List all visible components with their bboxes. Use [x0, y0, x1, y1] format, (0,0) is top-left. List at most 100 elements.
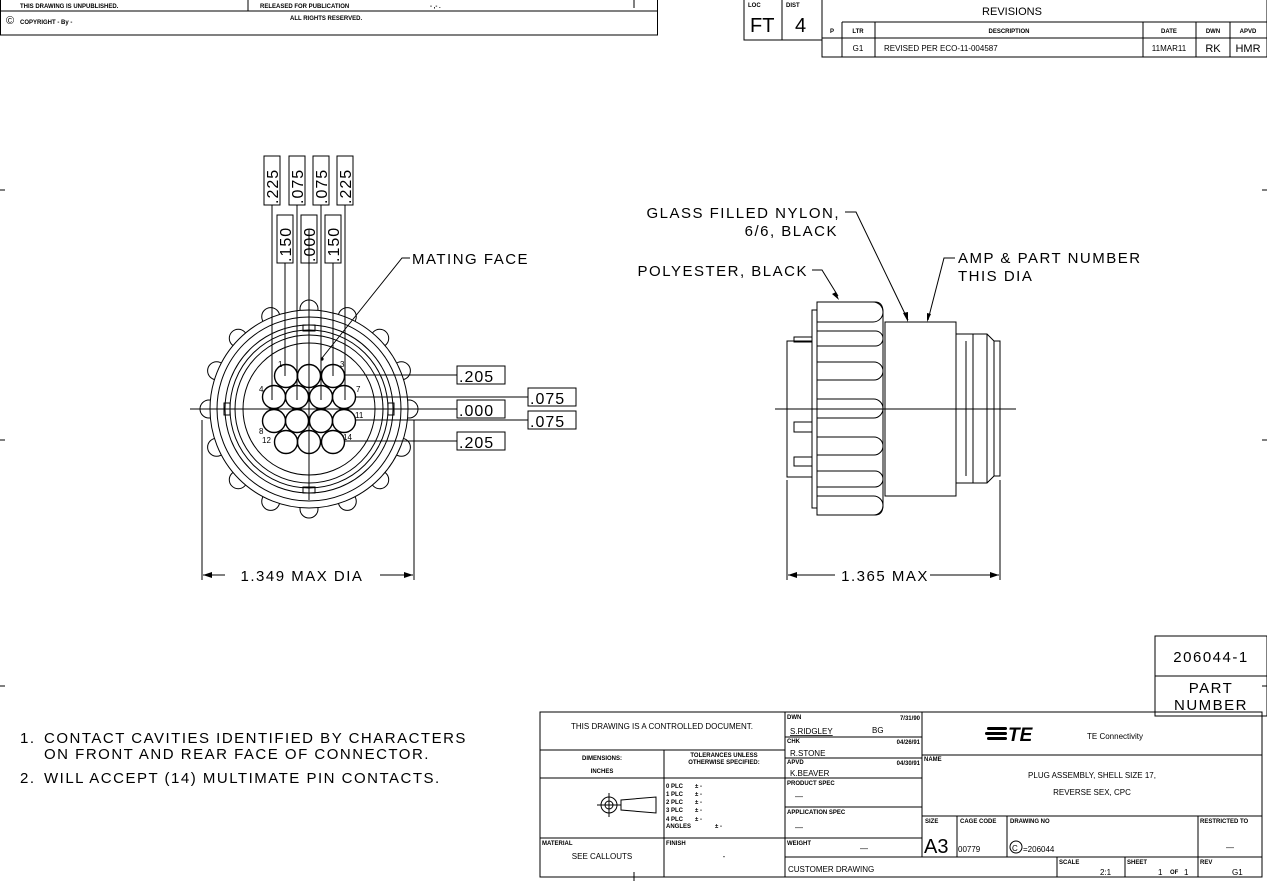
loc-dist-block: LOC FT DIST 4	[743, 0, 823, 41]
material-label: MATERIAL	[542, 841, 573, 847]
revision-row: G1 REVISED PER ECO-11-004587 11MAR11 RK …	[853, 43, 1261, 55]
apvd-date: 04/30/91	[897, 761, 921, 767]
scale-label: SCALE	[1059, 860, 1079, 866]
note-1-number: 1.	[20, 730, 36, 747]
projection-symbol-icon	[597, 793, 657, 817]
note-1-line-2: ON FRONT AND REAR FACE OF CONNECTOR.	[44, 746, 430, 763]
tolerance-label: 0 PLC	[666, 784, 684, 790]
name-label: NAME	[924, 757, 942, 763]
product-spec-label: PRODUCT SPEC	[787, 781, 835, 787]
rev-description: REVISED PER ECO-11-004587	[884, 44, 998, 53]
dist-label: DIST	[786, 3, 800, 9]
tolerance-label: 3 PLC	[666, 808, 684, 814]
contact-cavity	[320, 429, 346, 455]
rev-value: G1	[1232, 868, 1243, 877]
part-label: PART	[1189, 680, 1234, 697]
tolerance-value: ± -	[695, 800, 702, 806]
top-dimension-boxes: .225 .075 .075 .225 .150 .000 .150	[263, 155, 355, 400]
copyright-symbol: ©	[6, 15, 14, 27]
loc-label: LOC	[748, 3, 761, 9]
pin-label-11: 11	[355, 411, 364, 420]
chk-date: 04/26/91	[897, 740, 921, 746]
pin-label-1: 1	[278, 360, 283, 369]
notes: 1. CONTACT CAVITIES IDENTIFIED BY CHARAC…	[20, 730, 467, 787]
rev-col-ltr: LTR	[852, 29, 864, 35]
sheet-value: 1	[1158, 868, 1163, 877]
glass-nylon-label: GLASS FILLED NYLON,	[646, 205, 840, 222]
dim-225-right: .225	[338, 169, 355, 204]
note-1-line-1: CONTACT CAVITIES IDENTIFIED BY CHARACTER…	[44, 730, 467, 747]
pin-label-7: 7	[356, 385, 361, 394]
side-view: GLASS FILLED NYLON, 6/6, BLACK POLYESTER…	[638, 205, 1141, 585]
dim-000-vertical: .000	[302, 227, 319, 262]
dim-150-left: .150	[278, 227, 295, 262]
rev-label: REV	[1200, 860, 1212, 866]
product-spec-value: —	[795, 792, 803, 801]
dim-205-top: .205	[459, 369, 494, 386]
scale-value: 2:1	[1100, 868, 1112, 877]
dim-075-top: .075	[530, 391, 565, 408]
drawing-name-line-2: REVERSE SEX, CPC	[1053, 788, 1131, 797]
mating-face-callout: MATING FACE	[320, 251, 528, 361]
tolerance-label: 2 PLC	[666, 800, 684, 806]
dist-value: 4	[795, 15, 806, 37]
front-view: 1 3 4 7 8 11 12 14 .225 .075 .075	[190, 155, 577, 585]
length-label: 1.365 MAX	[841, 568, 929, 585]
tolerance-list: 0 PLC ± - 1 PLC ± - 2 PLC ± - 3 PLC ± - …	[666, 784, 722, 830]
tolerance-label: ANGLES	[666, 824, 691, 830]
te-logo: TE	[985, 725, 1034, 746]
sheet-total: 1	[1184, 868, 1189, 877]
dwn-label: DWN	[787, 715, 801, 721]
nut-rib	[817, 330, 884, 347]
rev-date: 11MAR11	[1152, 44, 1187, 53]
glass-nylon-grade-label: 6/6, BLACK	[745, 223, 838, 240]
length-dimension: 1.365 MAX	[786, 480, 1001, 585]
revisions-title: REVISIONS	[982, 6, 1042, 18]
tolerance-value: ± -	[695, 792, 702, 798]
restricted-to-label: RESTRICTED TO	[1200, 819, 1249, 825]
dim-075-left: .075	[290, 169, 307, 204]
restricted-to-value: —	[1226, 843, 1234, 852]
dim-000-horizontal: .000	[459, 403, 494, 420]
drawing-name-line-1: PLUG ASSEMBLY, SHELL SIZE 17,	[1028, 771, 1156, 780]
apvd-name: K.BEAVER	[790, 769, 830, 778]
title-block: THIS DRAWING IS A CONTROLLED DOCUMENT. D…	[539, 711, 1263, 878]
dim-075-right: .075	[314, 169, 331, 204]
chk-name: R.STONE	[790, 749, 825, 758]
dwn-name: S.RIDGLEY	[790, 727, 833, 736]
application-spec-value: —	[795, 823, 803, 832]
polyester-label: POLYESTER, BLACK	[638, 263, 808, 280]
company-name: TE Connectivity	[1087, 732, 1143, 741]
note-2-number: 2.	[20, 770, 36, 787]
rev-apvd: HMR	[1235, 43, 1260, 55]
drawing-no-value: =206044	[1023, 845, 1055, 854]
controlled-document-text: THIS DRAWING IS A CONTROLLED DOCUMENT.	[571, 722, 753, 731]
pin-label-8: 8	[259, 427, 264, 436]
tolerance-value: ± -	[695, 808, 702, 814]
dim-150-right: .150	[326, 227, 343, 262]
part-number-value: 206044-1	[1173, 649, 1248, 666]
material-callouts: GLASS FILLED NYLON, 6/6, BLACK POLYESTER…	[638, 205, 1140, 322]
rev-col-date: DATE	[1161, 29, 1177, 35]
customer-drawing-label: CUSTOMER DRAWING	[788, 865, 874, 874]
unpublished-text: THIS DRAWING IS UNPUBLISHED.	[20, 4, 119, 10]
dim-205-bottom: .205	[459, 435, 494, 452]
tolerance-value: ± -	[695, 784, 702, 790]
chk-label: CHK	[787, 739, 801, 745]
pin-label-3: 3	[340, 360, 345, 369]
rev-col-dwn: DWN	[1206, 29, 1220, 35]
released-text: RELEASED FOR PUBLICATION	[260, 4, 349, 10]
rev-col-apvd: APVD	[1240, 29, 1257, 35]
revisions-table: REVISIONS P LTR DESCRIPTION DATE DWN APV…	[821, 0, 1267, 58]
dim-075-bottom: .075	[530, 414, 565, 431]
te-logo-text: TE	[1008, 725, 1034, 746]
connector-side-outline	[775, 301, 1016, 516]
nut-rib	[817, 495, 884, 516]
diameter-label: 1.349 MAX DIA	[241, 568, 364, 585]
pin-labels: 1 3 4 7 8 11 12 14	[259, 360, 364, 445]
drawing-no-prefix: C	[1012, 844, 1018, 853]
size-value: A3	[924, 836, 948, 858]
nut-rib	[817, 301, 884, 323]
application-spec-label: APPLICATION SPEC	[787, 810, 846, 816]
